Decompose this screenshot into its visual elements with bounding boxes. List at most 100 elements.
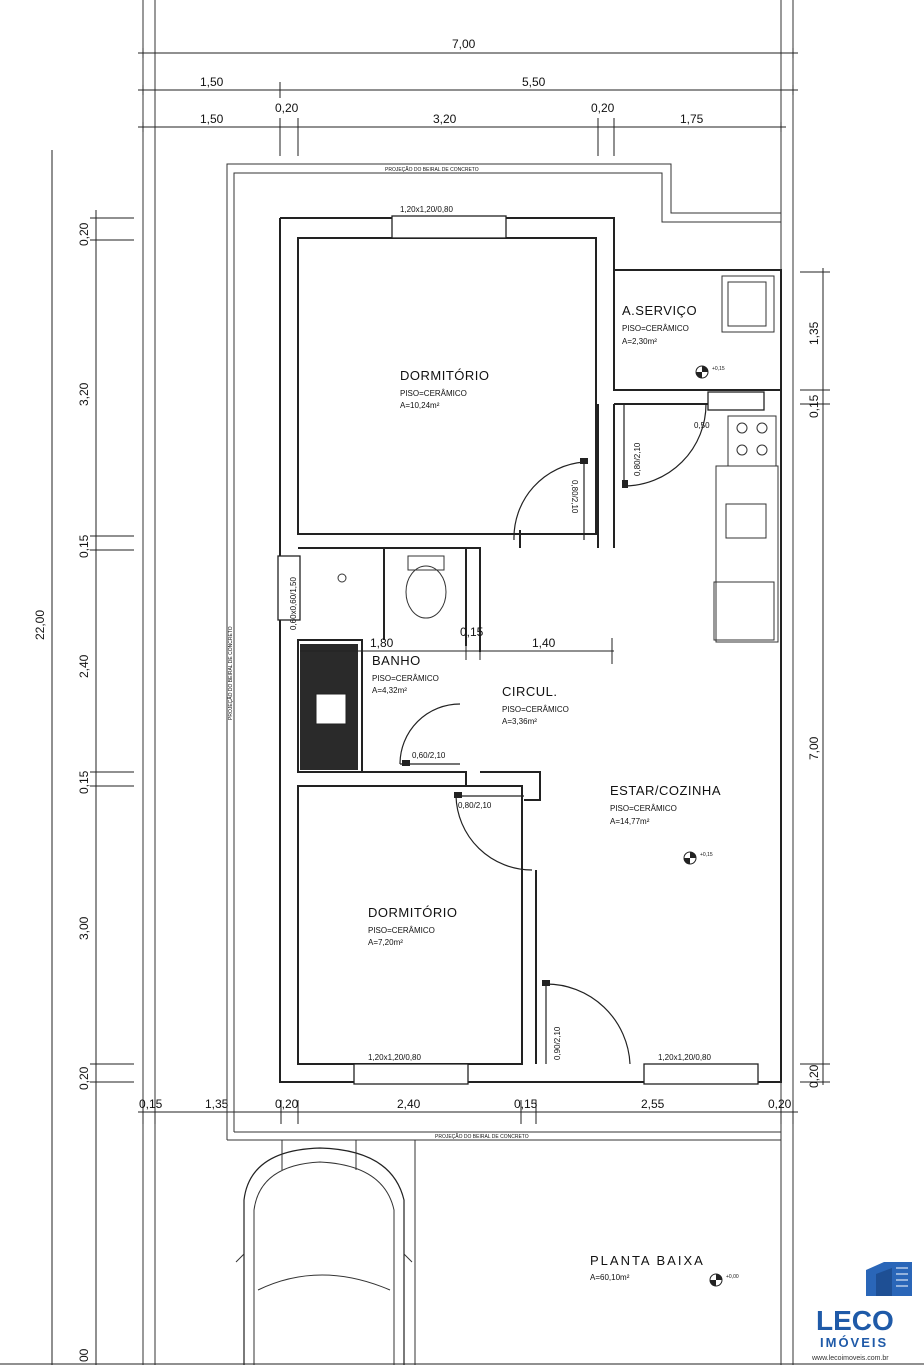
window-dorm1-label: 1,20x1,20/0,80: [400, 205, 453, 214]
plan-title-name: PLANTA BAIXA: [590, 1253, 705, 1268]
level-marker-estar: +0,15: [683, 851, 713, 865]
room-estar-name: ESTAR/COZINHA: [610, 783, 721, 798]
room-dorm2-floor: PISO=CERÂMICO: [368, 926, 435, 935]
level-marker-servico: +0,15: [695, 365, 725, 379]
stove-icon: [727, 415, 777, 467]
dim-right-c: 7,00: [807, 736, 821, 760]
dim-top-mid-a: 1,50: [200, 75, 224, 89]
dim-left-total: 22,00: [33, 610, 47, 640]
room-estar: ESTAR/COZINHA PISO=CERÂMICO A=14,77m²: [610, 783, 721, 826]
dim-top-mid-b: 5,50: [522, 75, 546, 89]
window-dorm2-label: 1,20x1,20/0,80: [368, 1053, 421, 1062]
room-dorm1-area: A=10,24m²: [400, 401, 440, 410]
brand-name: LECO: [816, 1305, 894, 1336]
room-servico-name: A.SERVIÇO: [622, 303, 697, 318]
room-dorm2-area: A=7,20m²: [368, 938, 403, 947]
room-dorm2-name: DORMITÓRIO: [368, 905, 458, 920]
door-dorm1-label: 0,80/2,10: [570, 480, 579, 514]
projection-bottom-label: PROJEÇÃO DO BEIRAL DE CONCRETO: [435, 1133, 529, 1140]
room-banho-area: A=4,32m²: [372, 686, 407, 695]
windows: 1,20x1,20/0,80 1,20x1,20/0,80 1,20x1,20/…: [277, 205, 765, 1085]
room-servico-area: A=2,30m²: [622, 337, 657, 346]
dim-left-h: 00: [77, 1348, 91, 1362]
laundry-tank-icon: [721, 275, 775, 333]
door-dorm2-label: 0,80/2,10: [458, 801, 492, 810]
room-banho-floor: PISO=CERÂMICO: [372, 674, 439, 683]
room-dorm1-name: DORMITÓRIO: [400, 368, 490, 383]
window-servico-label: 0,50: [694, 421, 710, 430]
room-circul-area: A=3,36m²: [502, 717, 537, 726]
level-externo-label: +0,00: [726, 1274, 739, 1280]
lot-boundary: [142, 0, 794, 1365]
dim-right-b: 0,15: [807, 394, 821, 418]
level-estar-label: +0,15: [700, 852, 713, 858]
dim-left-b: 3,20: [77, 382, 91, 406]
dim-top-low-d: 0,20: [591, 101, 615, 115]
refrigerator-icon: [713, 581, 775, 641]
dim-bottom-d: 2,40: [397, 1097, 421, 1111]
inner-dimensions: 1,80 0,15 1,40: [300, 625, 614, 664]
window-estar-label: 1,20x1,20/0,80: [658, 1053, 711, 1062]
window-dorm2: [353, 1063, 469, 1085]
dim-left-d: 2,40: [77, 654, 91, 678]
window-banho-label: 0,60x0,60/1,50: [289, 577, 298, 630]
left-dimensions: 22,00 0,20 3,20 0,15 2,40 0,15 3,00 0,20…: [33, 150, 134, 1365]
window-estar: [643, 1063, 759, 1085]
dim-left-g: 0,20: [77, 1066, 91, 1090]
fixtures: [300, 275, 779, 770]
projection-left-label: PROJEÇÃO DO BEIRAL DE CONCRETO: [227, 626, 234, 720]
dim-left-f: 3,00: [77, 916, 91, 940]
room-circul-name: CIRCUL.: [502, 684, 558, 699]
leco-logo: LECO IMÓVEIS www.lecoimoveis.com.br: [811, 1262, 912, 1362]
room-servico: A.SERVIÇO PISO=CERÂMICO A=2,30m²: [622, 303, 697, 346]
dim-left-a: 0,20: [77, 222, 91, 246]
room-circul-floor: PISO=CERÂMICO: [502, 705, 569, 714]
dim-inner-a: 1,80: [370, 636, 394, 650]
window-servico: [707, 391, 765, 411]
dim-right-a: 1,35: [807, 321, 821, 345]
building-logo-icon: [866, 1262, 912, 1296]
kitchen-sink-icon: [725, 503, 767, 539]
dim-inner-b: 0,15: [460, 625, 484, 639]
room-banho: BANHO PISO=CERÂMICO A=4,32m²: [372, 653, 439, 695]
plan-title: PLANTA BAIXA A=60,10m²: [590, 1253, 705, 1282]
car-icon: [235, 1140, 416, 1365]
room-estar-area: A=14,77m²: [610, 817, 650, 826]
room-banho-name: BANHO: [372, 653, 421, 668]
dim-bottom-c: 0,20: [275, 1097, 299, 1111]
dim-bottom-b: 1,35: [205, 1097, 229, 1111]
dim-bottom-a: 0,15: [139, 1097, 163, 1111]
door-banho-label: 0,60/2,10: [412, 751, 446, 760]
dim-top-low-b: 0,20: [275, 101, 299, 115]
dim-top-total: 7,00: [452, 37, 476, 51]
door-servico-label: 0,80/2,10: [633, 442, 642, 476]
dim-left-c: 0,15: [77, 534, 91, 558]
right-dimensions: 1,35 0,15 7,00 0,20: [800, 268, 830, 1088]
dim-bottom-f: 2,55: [641, 1097, 665, 1111]
plan-title-area: A=60,10m²: [590, 1273, 630, 1282]
door-entrada-label: 0,90/2,10: [553, 1026, 562, 1060]
dim-right-d: 0,20: [807, 1064, 821, 1088]
window-banho: [277, 555, 301, 621]
brand-sub: IMÓVEIS: [820, 1335, 888, 1350]
room-dorm1-floor: PISO=CERÂMICO: [400, 389, 467, 398]
kitchen-counter: [715, 465, 779, 643]
level-marker-externo: +0,00: [709, 1273, 739, 1287]
dim-top-low-c: 3,20: [433, 112, 457, 126]
bottom-dimensions: 0,15 1,35 0,20 2,40 0,15 2,55 0,20: [138, 1097, 798, 1124]
level-servico-label: +0,15: [712, 366, 725, 372]
room-circul: CIRCUL. PISO=CERÂMICO A=3,36m²: [502, 684, 569, 726]
dim-inner-c: 1,40: [532, 636, 556, 650]
top-dimensions: 7,00 1,50 5,50 1,50 0,20 3,20 0,20 1,75: [138, 37, 798, 156]
dim-left-e: 0,15: [77, 770, 91, 794]
dim-top-low-a: 1,50: [200, 112, 224, 126]
shower-icon: [337, 573, 347, 583]
room-estar-floor: PISO=CERÂMICO: [610, 804, 677, 813]
projection-top-label: PROJEÇÃO DO BEIRAL DE CONCRETO: [385, 166, 479, 173]
dim-bottom-g: 0,20: [768, 1097, 792, 1111]
roof-projection: PROJEÇÃO DO BEIRAL DE CONCRETO PROJEÇÃO …: [226, 163, 781, 1141]
window-dorm1: [391, 215, 507, 239]
room-dorm1: DORMITÓRIO PISO=CERÂMICO A=10,24m²: [400, 368, 490, 410]
room-dorm2: DORMITÓRIO PISO=CERÂMICO A=7,20m²: [368, 905, 458, 947]
